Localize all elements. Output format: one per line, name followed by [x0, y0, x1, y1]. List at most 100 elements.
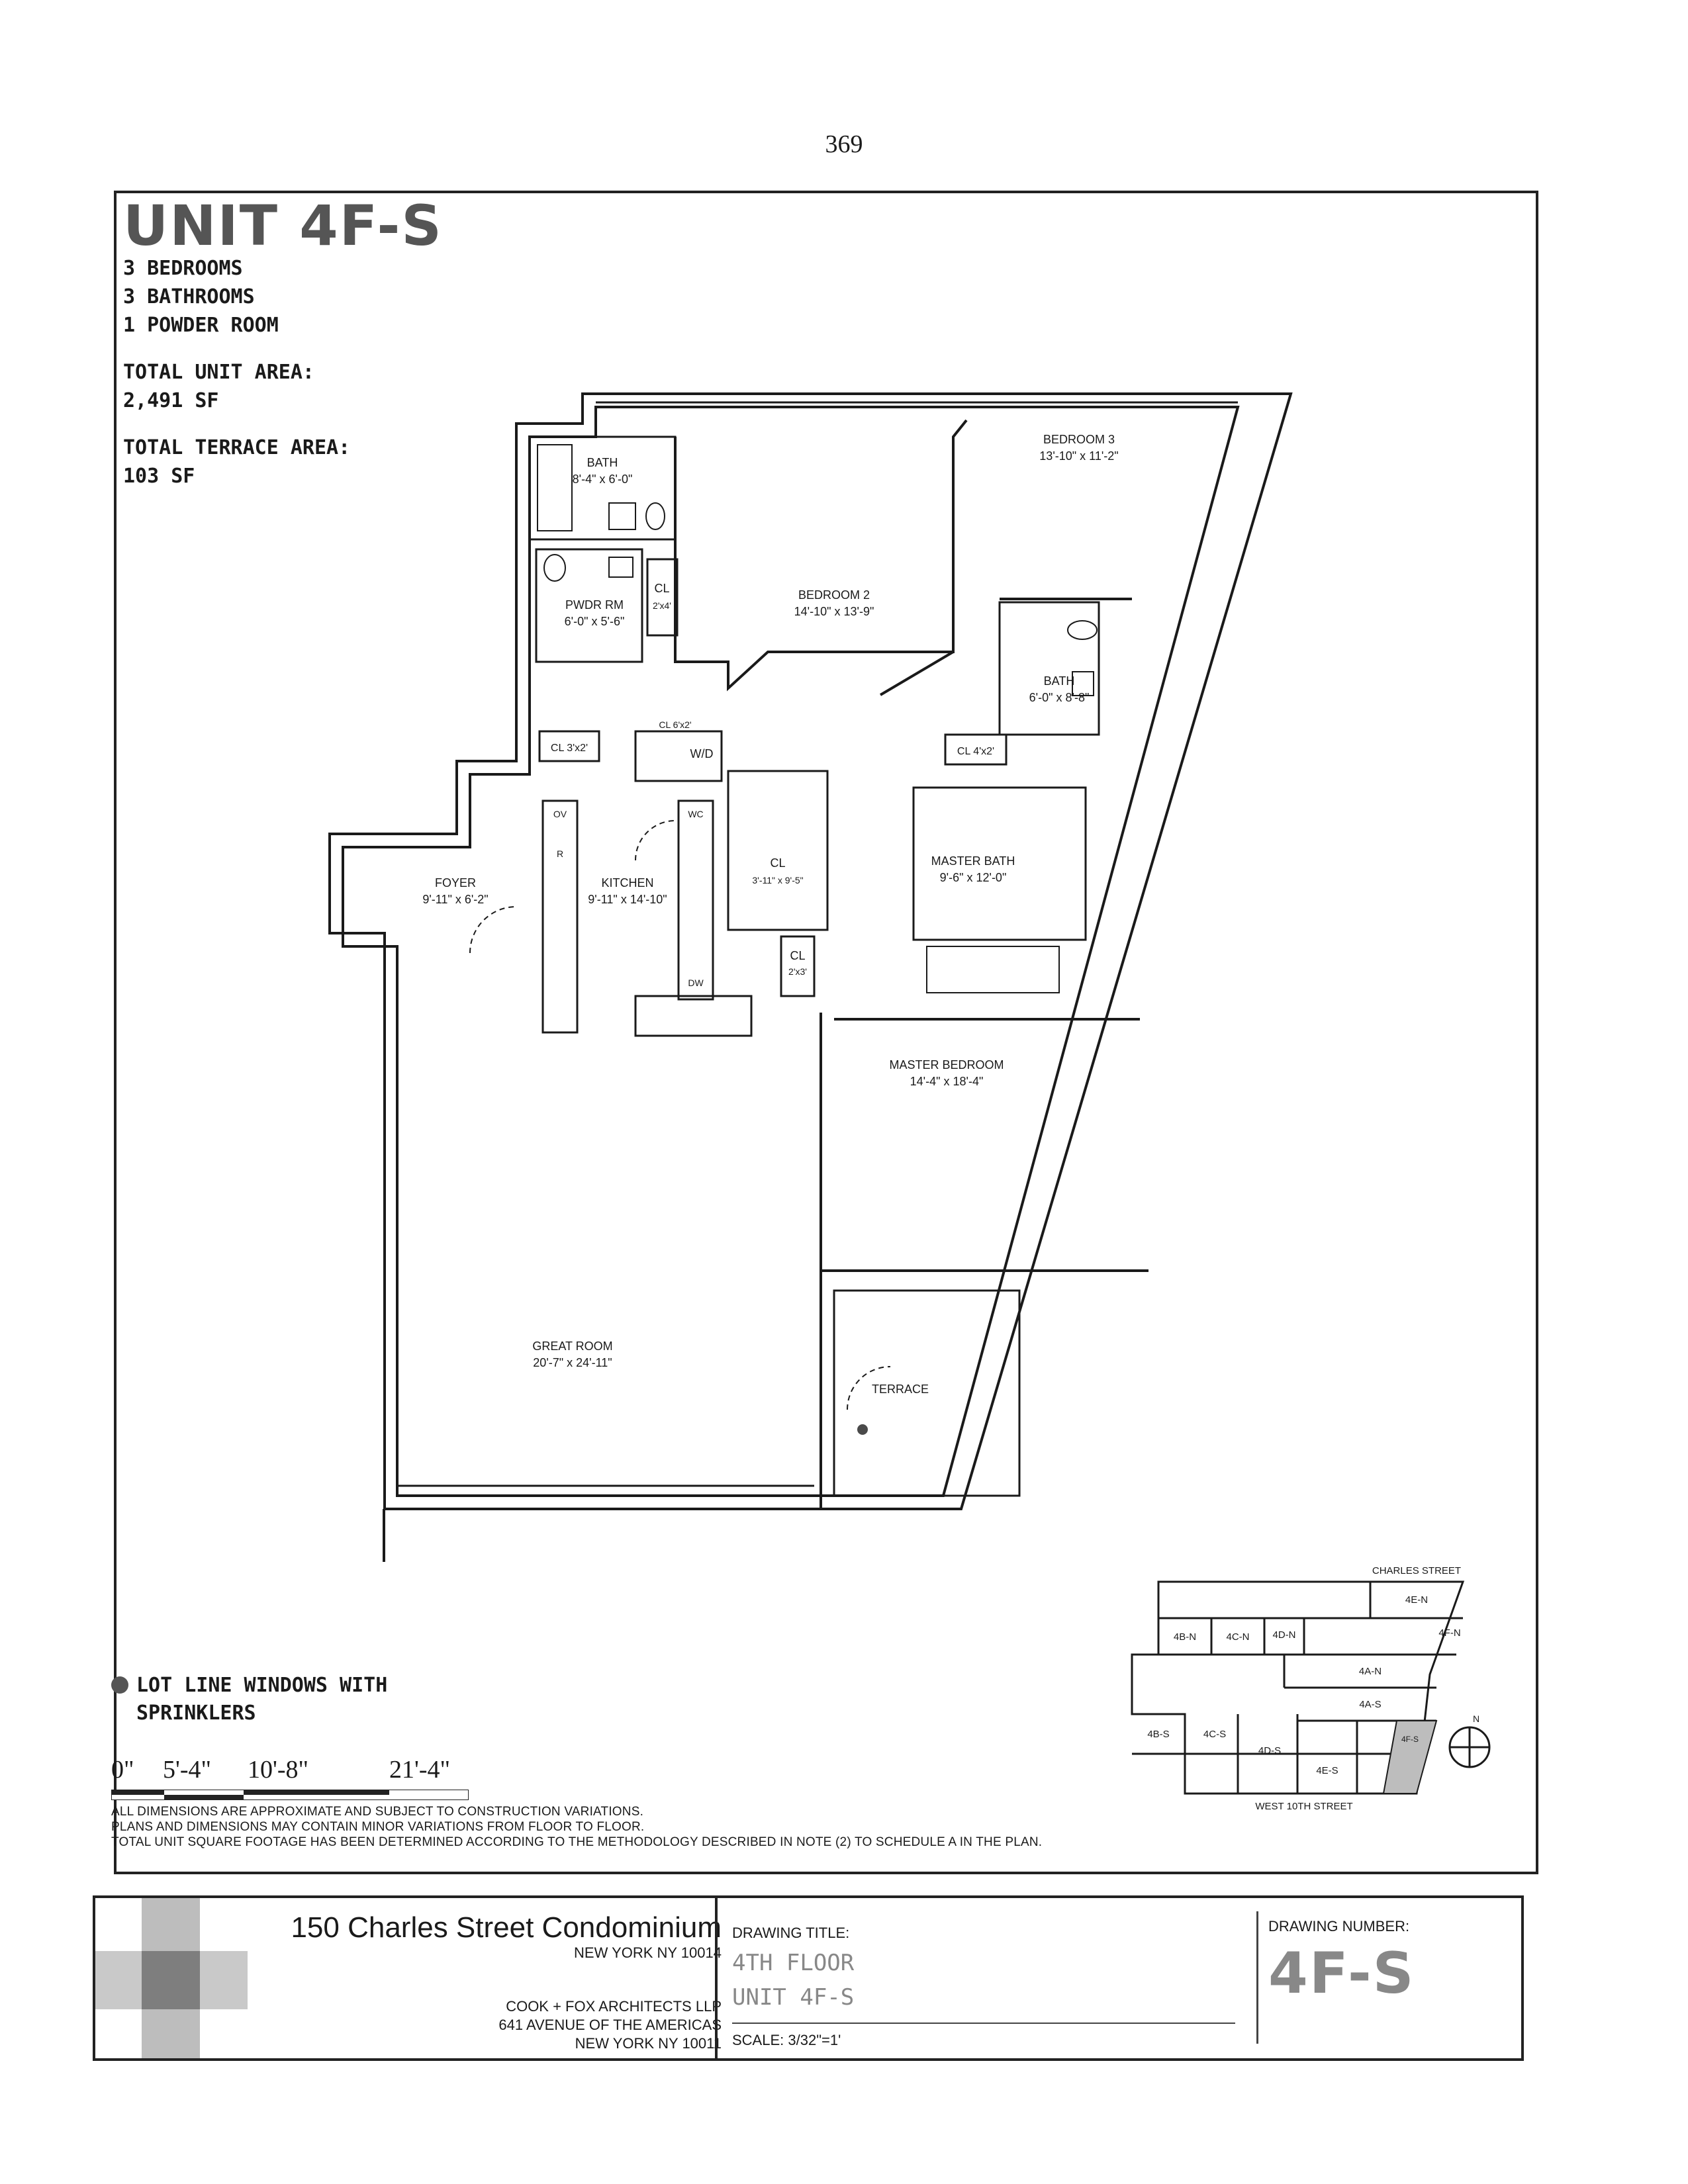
title-block-divider: [1256, 1911, 1258, 2044]
drawing-title-section: DRAWING TITLE: 4TH FLOOR UNIT 4F-S SCALE…: [732, 1925, 1235, 2049]
project-info: 150 Charles Street Condominium NEW YORK …: [291, 1911, 722, 1962]
closet-upper-label: CL: [654, 582, 669, 595]
foyer-door-swing: [469, 906, 517, 954]
bath-1-toilet: [645, 502, 665, 530]
terrace-floor: [833, 1289, 1021, 1497]
scale-label-2: 10'-8": [248, 1756, 309, 1784]
bath-2-dim: 6'-0" x 8'-8": [1029, 691, 1090, 704]
bedroom-3-dim: 13'-10" x 11'-2": [1039, 449, 1118, 463]
architect-logo: [95, 1898, 248, 2058]
powder-sink: [608, 557, 633, 578]
closet-small-label: CL: [790, 949, 805, 962]
master-bedroom-label: MASTER BEDROOM: [889, 1058, 1004, 1071]
powder-toilet: [543, 554, 566, 582]
bath-2-sink: [1072, 671, 1094, 696]
closet-3x2: [538, 730, 600, 762]
closet-upper: [646, 558, 679, 637]
bath-2-label: BATH: [1044, 674, 1075, 688]
closet-small-dim: 2'x3': [788, 966, 807, 977]
master-bath-label: MASTER BATH: [931, 854, 1015, 868]
master-bath-room: [912, 786, 1087, 941]
keyplan-4f-s: 4F-S: [1401, 1735, 1419, 1744]
great-room-label: GREAT ROOM: [532, 1340, 612, 1353]
bath-1-dim: 8'-4" x 6'-0": [573, 473, 633, 486]
washer-dryer-label: W/D: [690, 747, 714, 760]
keyplan-4b-n: 4B-N: [1174, 1631, 1196, 1643]
walk-in-closet-label: CL: [770, 856, 785, 870]
washer-dryer: [634, 730, 723, 782]
bedroom-count: 3 BEDROOMS: [123, 257, 243, 280]
key-plan: CHARLES STREET WEST 10TH STREET 4E-N 4B-…: [1131, 1565, 1491, 1812]
floor-plan: BATH 8'-4" x 6'-0" CL 2'x4' PWDR RM 6'-0…: [328, 392, 1293, 1562]
closet-4x2: [944, 733, 1008, 766]
foyer-label: FOYER: [435, 876, 476, 889]
keyplan-4e-s: 4E-S: [1316, 1765, 1338, 1776]
exterior-wall: [328, 392, 1293, 1510]
note-line: ALL DIMENSIONS ARE APPROXIMATE AND SUBJE…: [111, 1805, 644, 1819]
closet-3x2-label: CL 3'x2': [551, 743, 588, 754]
bath-1-room: [528, 435, 677, 541]
drawing-sheet-border: [114, 191, 1538, 1874]
scale-label-3: 21'-4": [389, 1756, 451, 1784]
unit-summary: 3 BEDROOMS 3 BATHROOMS 1 POWDER ROOM TOT…: [123, 254, 350, 490]
fridge-label: R: [557, 848, 563, 859]
master-tub: [926, 946, 1060, 993]
project-name: 150 Charles Street Condominium: [291, 1911, 722, 1944]
kitchen-counter-right: [677, 799, 714, 1001]
bath-1-sink: [608, 502, 636, 530]
master-bedroom-dim: 14'-4" x 18'-4": [910, 1075, 984, 1088]
drawing-title-line-1: 4TH FLOOR: [732, 1950, 855, 1976]
bath-2-toilet: [1067, 620, 1098, 640]
drawing-title-label: DRAWING TITLE:: [732, 1925, 850, 1941]
exterior-wall-inner: [342, 406, 1240, 1497]
keyplan-street-bottom: WEST 10TH STREET: [1255, 1801, 1352, 1812]
foyer-dim: 9'-11" x 6'-2": [422, 893, 488, 906]
bathtub: [537, 444, 573, 531]
keyplan-4a-n: 4A-N: [1359, 1666, 1382, 1677]
sprinkler-dot-icon: [111, 1676, 128, 1694]
title-block: 150 Charles Street Condominium NEW YORK …: [93, 1895, 1524, 2061]
walk-in-closet-dim: 3'-11" x 9'-5": [752, 875, 803, 886]
bath-1-label: BATH: [587, 456, 618, 469]
keyplan-4b-s: 4B-S: [1147, 1729, 1169, 1740]
terrace-door-swing: [847, 1366, 891, 1410]
closet-6x2-label: CL 6'x2': [659, 719, 691, 730]
page-number: 369: [825, 130, 863, 158]
note-line: TOTAL UNIT SQUARE FOOTAGE HAS BEEN DETER…: [111, 1835, 1043, 1849]
drawing-title-line-2: UNIT 4F-S: [732, 1984, 855, 2011]
architect-name: COOK + FOX ARCHITECTS LLP: [506, 1998, 722, 2015]
architect-city: NEW YORK NY 10011: [575, 2035, 722, 2052]
powder-room-dim: 6'-0" x 5'-6": [565, 615, 625, 628]
wine-cooler-label: WC: [688, 809, 703, 819]
legend-line-2: SPRINKLERS: [136, 1702, 256, 1725]
keyplan-4f-n: 4F-N: [1438, 1627, 1460, 1639]
north-arrow-label: N: [1473, 1713, 1479, 1724]
architect-info: COOK + FOX ARCHITECTS LLP 641 AVENUE OF …: [498, 1997, 722, 2053]
bedroom-3-label: BEDROOM 3: [1043, 433, 1115, 446]
kitchen-door-swing: [635, 820, 676, 861]
dishwasher-label: DW: [688, 978, 704, 988]
bathroom-count: 3 BATHROOMS: [123, 285, 255, 308]
drawing-scale: SCALE: 3/32"=1': [732, 2023, 1235, 2049]
unit-area-label: TOTAL UNIT AREA:: [123, 361, 314, 384]
bedroom-2-dim: 14'-10" x 13'-9": [794, 605, 874, 618]
keyplan-4c-n: 4C-N: [1226, 1631, 1249, 1643]
bedroom-3-walls: [879, 419, 1132, 696]
project-city: NEW YORK NY 10014: [574, 1944, 722, 1961]
scale-label-1: 5'-4": [163, 1756, 212, 1784]
sprinkler-window-dot: [857, 1424, 868, 1435]
great-room-dim: 20'-7" x 24'-11": [533, 1356, 612, 1369]
master-bedroom-walls: [820, 1013, 1149, 1272]
drawing-number: 4F-S: [1268, 1940, 1415, 2007]
bedroom-2-walls: [674, 437, 955, 692]
title-block-divider: [715, 1898, 718, 2058]
powder-room: [535, 548, 643, 663]
drawing-number-section: DRAWING NUMBER: 4F-S: [1268, 1918, 1415, 2007]
keyplan-4d-n: 4D-N: [1272, 1629, 1295, 1641]
closet-upper-dim: 2'x4': [653, 600, 671, 611]
closet-small: [780, 935, 816, 997]
powder-room-label: PWDR RM: [565, 598, 624, 612]
scale-label-0: 0": [111, 1756, 134, 1784]
terrace-label: TERRACE: [872, 1383, 929, 1396]
north-arrow-icon: [1448, 1726, 1491, 1768]
